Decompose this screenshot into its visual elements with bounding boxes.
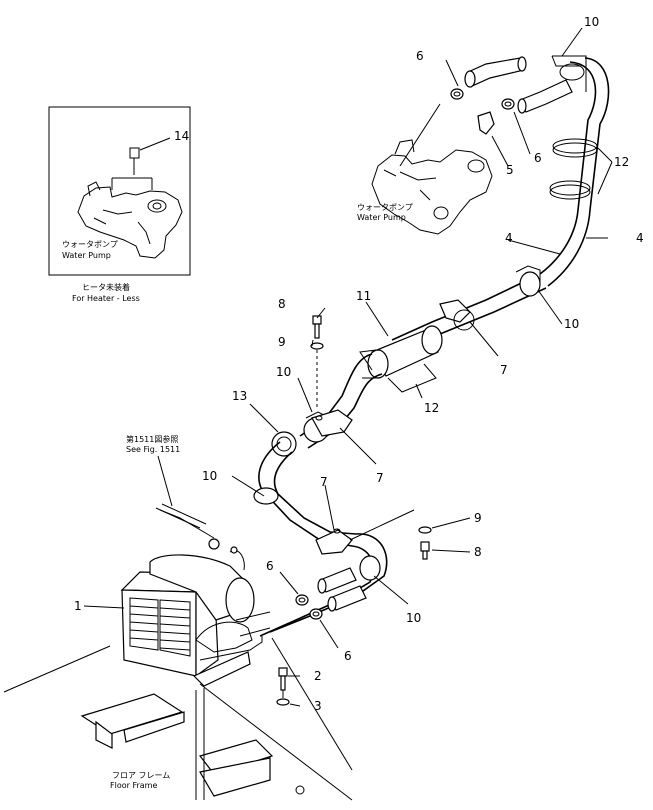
callout-7-lower: 7: [320, 475, 328, 489]
floor-frame: [3, 637, 353, 801]
heater-unit: [120, 503, 271, 687]
callout-13: 13: [232, 389, 247, 403]
see-fig-en-label: See Fig. 1511: [126, 445, 180, 454]
washer-heater: [276, 698, 290, 706]
elbow-fitting: [477, 111, 495, 135]
long-pipe: [391, 57, 610, 353]
callout-14: 14: [174, 129, 189, 143]
water-pump-jp-label-main: ウォータポンプ: [357, 203, 413, 212]
callout-4-right: 4: [636, 231, 644, 245]
leader-lines: [83, 27, 613, 707]
callout-10-center: 10: [276, 365, 291, 379]
callout-4-left: 4: [505, 231, 513, 245]
hose-clamp-upper-left: [450, 88, 464, 100]
pipe-clamp-upper: [552, 138, 598, 158]
callout-5: 5: [506, 163, 514, 177]
callout-7-right: 7: [500, 363, 508, 377]
callout-10-lower: 10: [406, 611, 421, 625]
bracket-plate-edge: [349, 509, 415, 541]
water-pump-jp-label-inset: ウォータポンプ: [62, 240, 118, 249]
heater-less-inset: 14 ウォータポンプ Water Pump: [48, 106, 191, 276]
pipe-bracket-lower: [315, 528, 353, 555]
see-fig-jp-label: 第1511図参照: [126, 434, 178, 444]
short-hose-lower-a: [317, 567, 357, 594]
hose-clamp-lower-left-b: [309, 608, 323, 620]
bolt-lower: [420, 541, 430, 560]
callout-8-upper: 8: [278, 297, 286, 311]
floor-frame-jp-label: フロア フレーム: [112, 771, 170, 780]
lower-short-hose: [517, 79, 573, 114]
callout-12-center: 12: [424, 401, 439, 415]
callout-10-right: 10: [564, 317, 579, 331]
callout-6-right: 6: [534, 151, 542, 165]
heater-less-jp-label: ヒータ未装着: [82, 282, 130, 292]
callout-6-lower: 6: [344, 649, 352, 663]
middle-pipe: [299, 353, 383, 449]
pipe-bracket-top: [551, 55, 587, 92]
callout-6-lower-left: 6: [266, 559, 274, 573]
callout-2: 2: [314, 669, 322, 683]
upper-short-hose: [464, 56, 527, 88]
hose-band-13: [271, 431, 297, 457]
callout-12-right: 12: [614, 155, 629, 169]
hose-clamp-lower-left-a: [295, 594, 309, 606]
washer-upper: [310, 342, 324, 350]
callout-1: 1: [74, 599, 82, 613]
silencer-clamp: [387, 363, 437, 393]
washer-lower: [418, 526, 432, 534]
hose-clamp-lower: [501, 98, 515, 110]
callout-7-center: 7: [376, 471, 384, 485]
water-pump-en-label-inset: Water Pump: [62, 251, 111, 260]
callout-10-top: 10: [584, 15, 599, 29]
callout-3: 3: [314, 699, 322, 713]
lower-pipe-clamp: [253, 487, 279, 505]
callout-10-left: 10: [202, 469, 217, 483]
callout-11: 11: [356, 289, 371, 303]
callout-9-upper: 9: [278, 335, 286, 349]
floor-frame-en-label: Floor Frame: [110, 781, 157, 790]
pipe-bracket-mid: [439, 299, 475, 331]
callout-6-top: 6: [416, 49, 424, 63]
pipe-bracket-lower-right: [359, 555, 381, 581]
bolt-upper: [312, 315, 322, 339]
heater-less-en-label: For Heater - Less: [72, 294, 140, 303]
silencer: [359, 325, 443, 379]
water-pump-en-label-main: Water Pump: [357, 213, 406, 222]
see-fig-leader: [157, 455, 173, 507]
pipe-clamp-lower: [549, 180, 591, 200]
bolt-heater: [278, 667, 288, 691]
pipe-bracket-right: [515, 265, 541, 297]
water-pump-inset-drawing: [77, 147, 183, 259]
short-hose-lower-b: [327, 585, 367, 612]
callout-8-lower: 8: [474, 545, 482, 559]
callout-9-lower: 9: [474, 511, 482, 525]
